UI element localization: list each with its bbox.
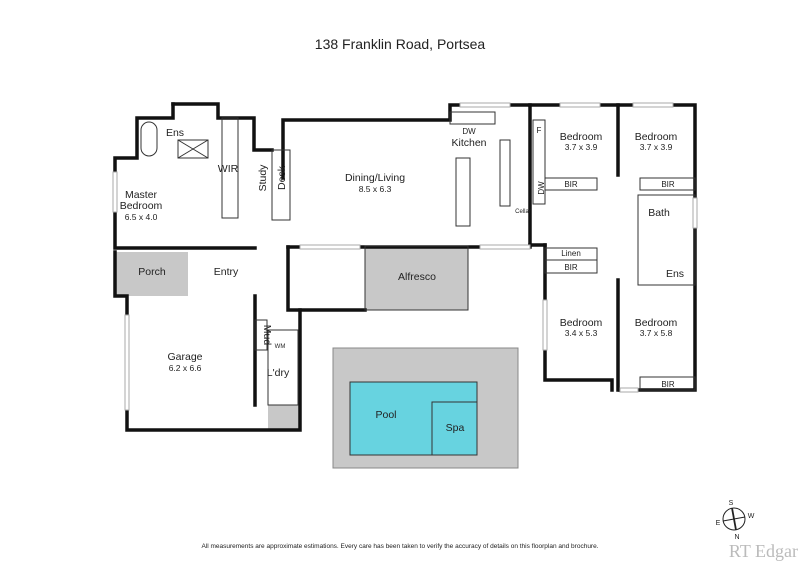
room-dims-bedroom-2: 3.7 x 3.9 <box>565 142 598 152</box>
compass-icon: S W E N <box>716 500 755 541</box>
room-label-alfresco: Alfresco <box>398 271 436 283</box>
compass-s: S <box>729 500 734 507</box>
room-label-bedroom-3: Bedroom <box>635 131 678 143</box>
disclaimer: All measurements are approximate estimat… <box>201 543 598 550</box>
room-label-study: Study <box>257 164 269 192</box>
label-bir-lower: BIR <box>564 263 578 272</box>
room-label-bedroom-2: Bedroom <box>560 131 603 143</box>
room-dims-bedroom-4: 3.4 x 5.3 <box>565 328 598 338</box>
room-label-wir: WIR <box>218 163 239 175</box>
spa <box>431 401 478 456</box>
room-dims-bedroom-5: 3.7 x 5.8 <box>640 328 673 338</box>
room-label-porch: Porch <box>138 266 166 278</box>
porch-area <box>115 252 188 296</box>
label-bir-bedroom-3: BIR <box>661 180 675 189</box>
windows <box>112 102 698 411</box>
room-dims-dining-living: 8.5 x 6.3 <box>359 184 392 194</box>
room-label-desk: Desk <box>276 165 288 190</box>
laundry-paved <box>268 405 300 430</box>
room-label-dining-living: Dining/Living <box>345 172 405 184</box>
compass-n: N <box>734 534 739 541</box>
label-pool: Pool <box>375 409 396 421</box>
label-dishwasher-2: DW <box>537 181 546 195</box>
room-dims-bedroom-3: 3.7 x 3.9 <box>640 142 673 152</box>
room-label-bedroom-5: Bedroom <box>635 317 678 329</box>
room-label-garage: Garage <box>167 351 202 363</box>
room-label-mud: Mud <box>261 325 273 346</box>
interior-lines <box>140 111 696 406</box>
compass-w: W <box>748 513 755 520</box>
room-label-master-bedroom-2: Bedroom <box>120 200 163 212</box>
label-spa: Spa <box>446 422 465 434</box>
alfresco-area <box>364 245 469 311</box>
room-label-entry: Entry <box>214 266 239 278</box>
logo: RT Edgar <box>729 541 798 561</box>
label-bir-bedroom-2: BIR <box>564 180 578 189</box>
room-label-bath: Bath <box>648 207 670 219</box>
room-label-ens-lower: Ens <box>666 268 684 280</box>
label-linen: Linen <box>561 249 581 258</box>
compass-e: E <box>716 520 721 527</box>
room-dims-garage: 6.2 x 6.6 <box>169 363 202 373</box>
label-wm: WM <box>275 344 286 350</box>
room-label-laundry: L'dry <box>267 367 290 379</box>
room-label-bedroom-4: Bedroom <box>560 317 603 329</box>
label-fridge: F <box>537 126 542 135</box>
room-label-kitchen: Kitchen <box>451 137 486 149</box>
room-dims-master-bedroom: 6.5 x 4.0 <box>125 212 158 222</box>
label-bir-bedroom-5: BIR <box>661 380 675 389</box>
label-dishwasher: DW <box>462 127 476 136</box>
room-label-ens: Ens <box>166 127 184 139</box>
room-label-cellar: Cellar <box>515 209 531 215</box>
plan-title: 138 Franklin Road, Portsea <box>315 36 486 52</box>
room-label-master-bedroom: Master <box>125 189 158 201</box>
